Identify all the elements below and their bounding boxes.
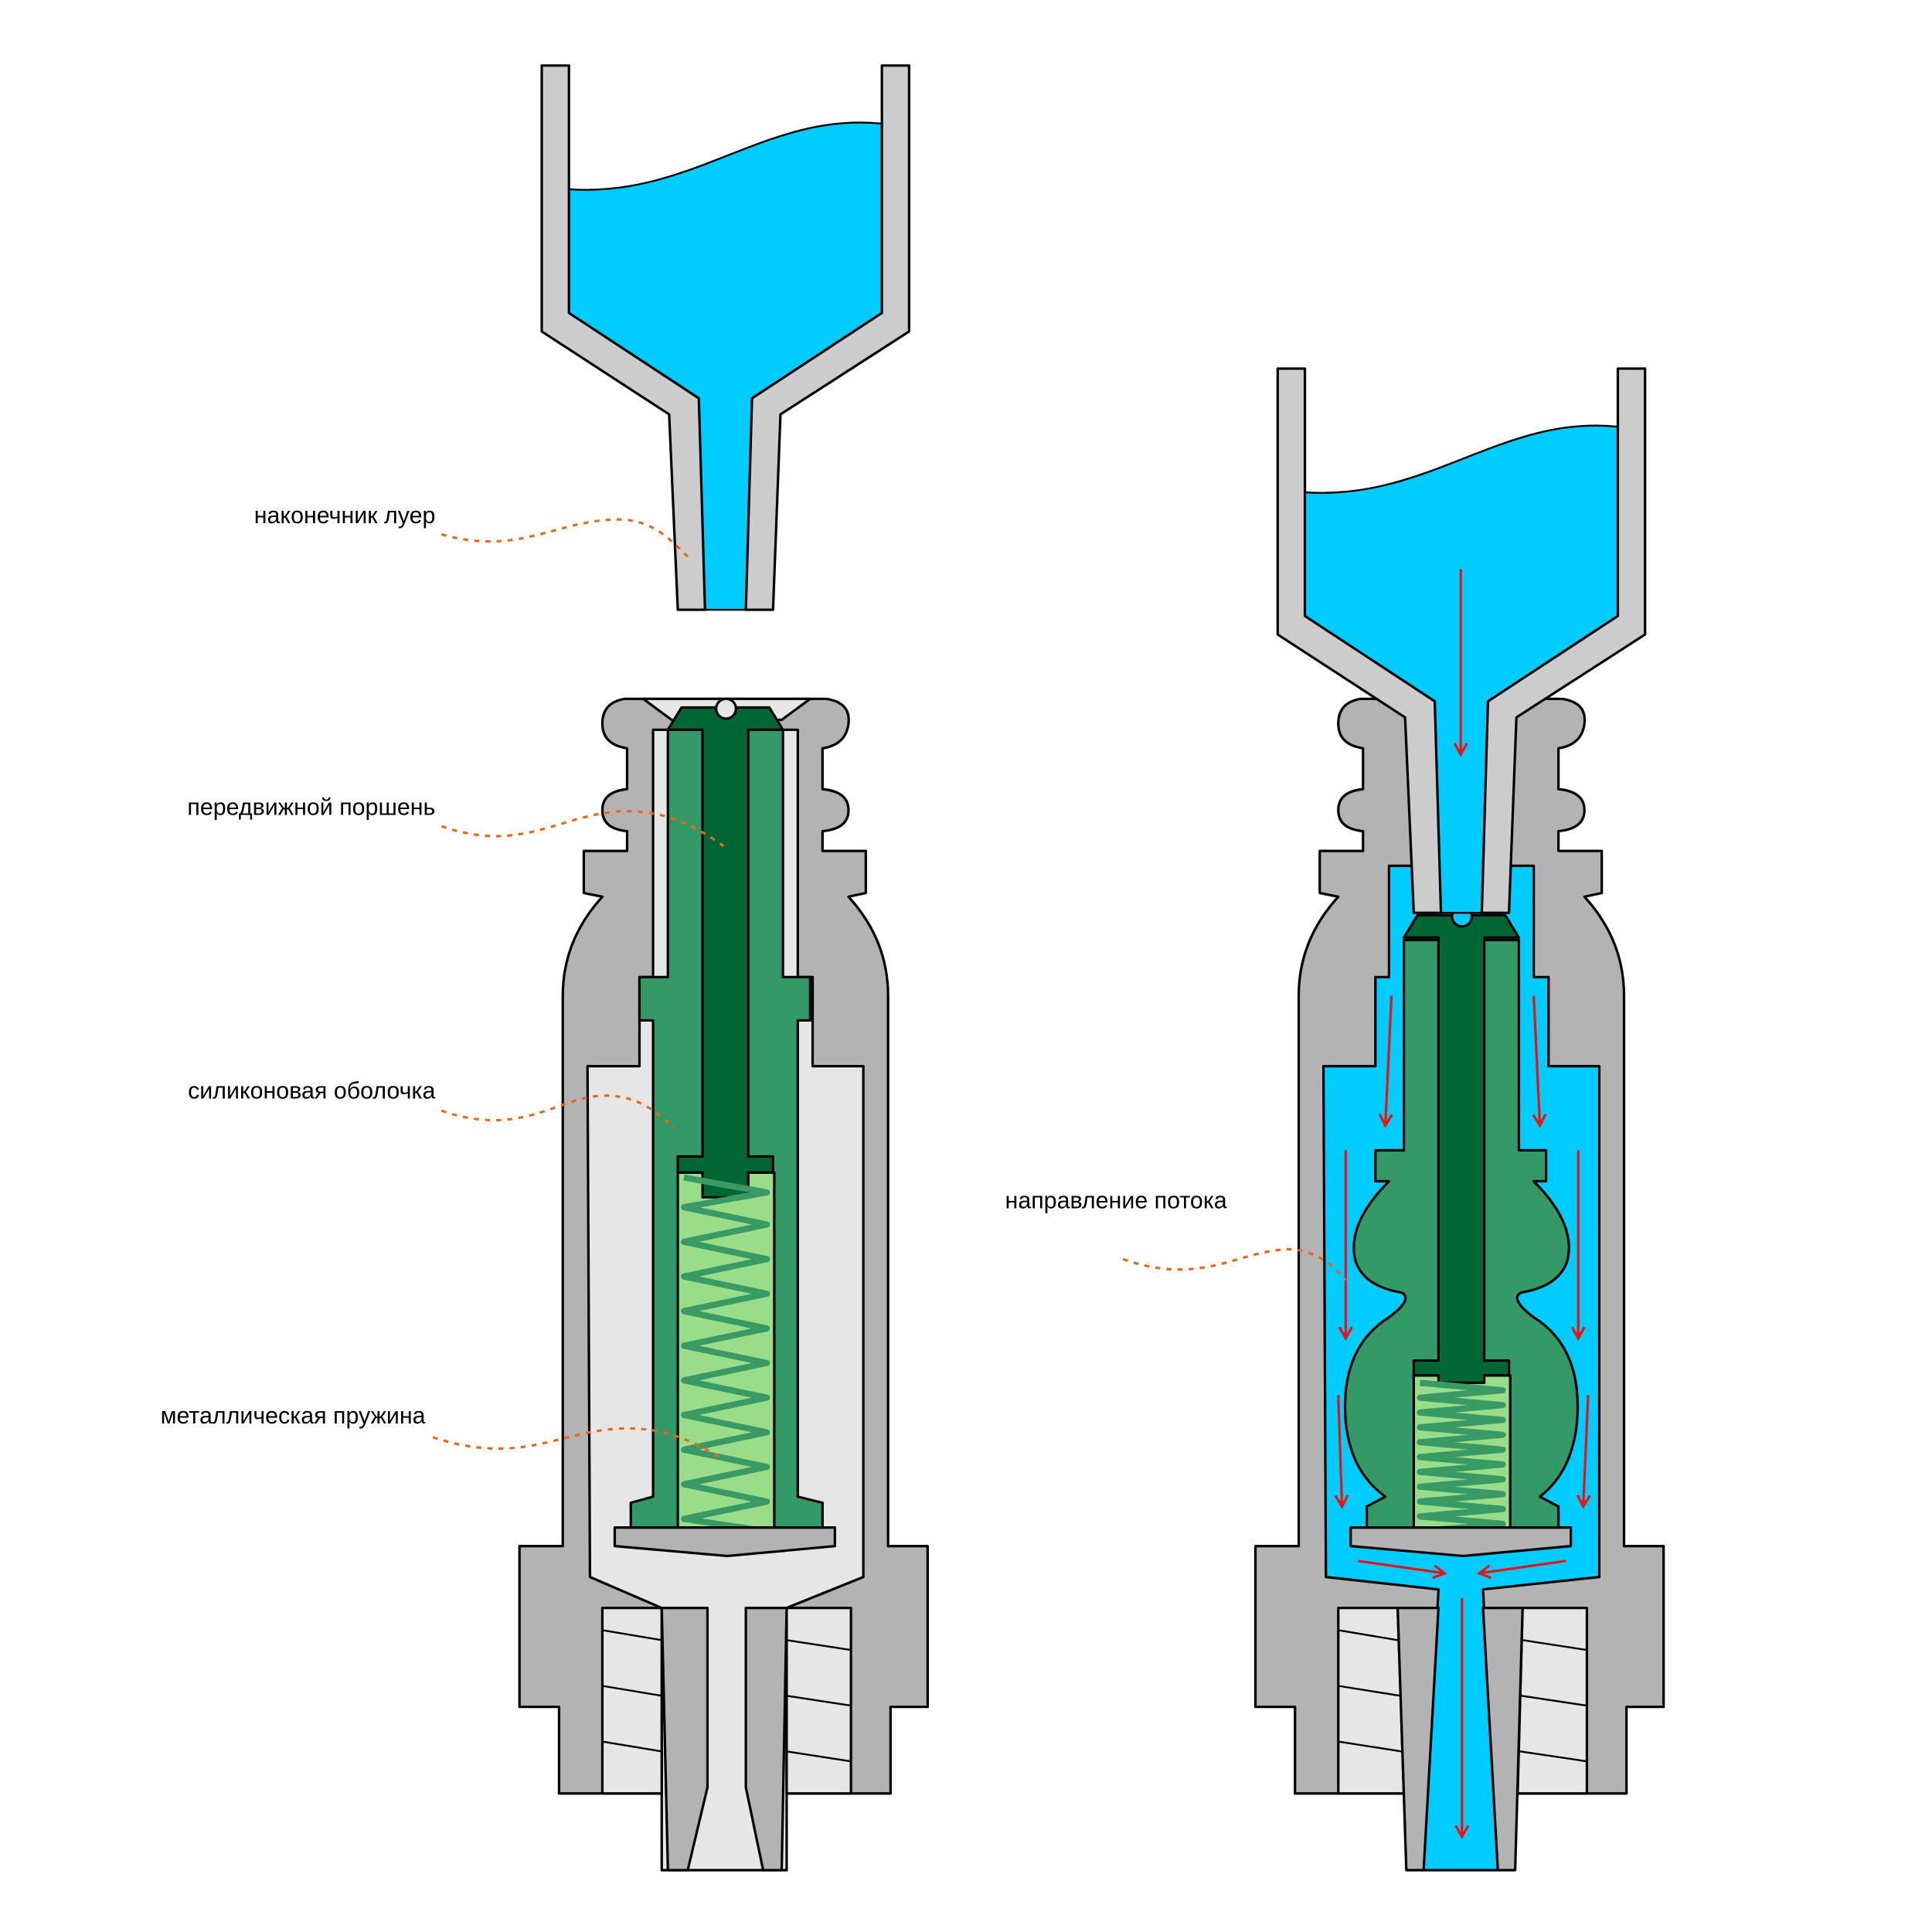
leader-flow-direction	[1122, 1247, 1347, 1281]
label-silicone-shell: силиконовая оболочка	[188, 1077, 435, 1104]
flow-arrow-icon	[1386, 995, 1392, 1125]
right-threads	[1338, 1629, 1587, 1763]
right-male-luer-wall-left	[1396, 1607, 1440, 1872]
leader-movable-piston	[440, 810, 725, 848]
left-thread-zone	[600, 1607, 852, 1795]
right-base-plate	[1349, 1526, 1573, 1558]
left-luer-wall-right	[744, 64, 910, 611]
flow-arrow-icon	[1534, 995, 1540, 1125]
label-flow-direction: направление потока	[1005, 1188, 1227, 1214]
flow-arrow-icon	[1583, 1395, 1588, 1506]
right-male-luer-wall-right	[1481, 1607, 1524, 1872]
right-luer-wall-right	[1480, 367, 1647, 914]
flow-arrow-icon	[1479, 1560, 1566, 1573]
label-metal-spring: металлическая пружина	[161, 1403, 426, 1429]
left-luer-wall-left	[540, 64, 706, 611]
flow-arrows	[1338, 569, 1588, 1837]
left-piston-notch	[715, 697, 737, 720]
leader-luer-tip	[440, 518, 689, 558]
right-luer-wall-left	[1276, 367, 1443, 914]
right-spring-icon	[1417, 1379, 1506, 1535]
flow-arrow-icon	[1358, 1560, 1444, 1573]
label-movable-piston: передвижной поршень	[187, 794, 435, 821]
label-luer-tip: наконечник луер	[254, 502, 436, 529]
right-piston	[1402, 913, 1521, 1384]
left-male-luer-wall-right	[744, 1607, 788, 1872]
flow-arrow-icon	[1338, 1395, 1342, 1506]
left-spring-icon	[681, 1174, 770, 1535]
left-male-luer-wall-left	[660, 1607, 709, 1872]
left-threads	[602, 1629, 852, 1763]
closed-connector	[518, 64, 929, 1872]
left-base-plate	[613, 1526, 836, 1558]
